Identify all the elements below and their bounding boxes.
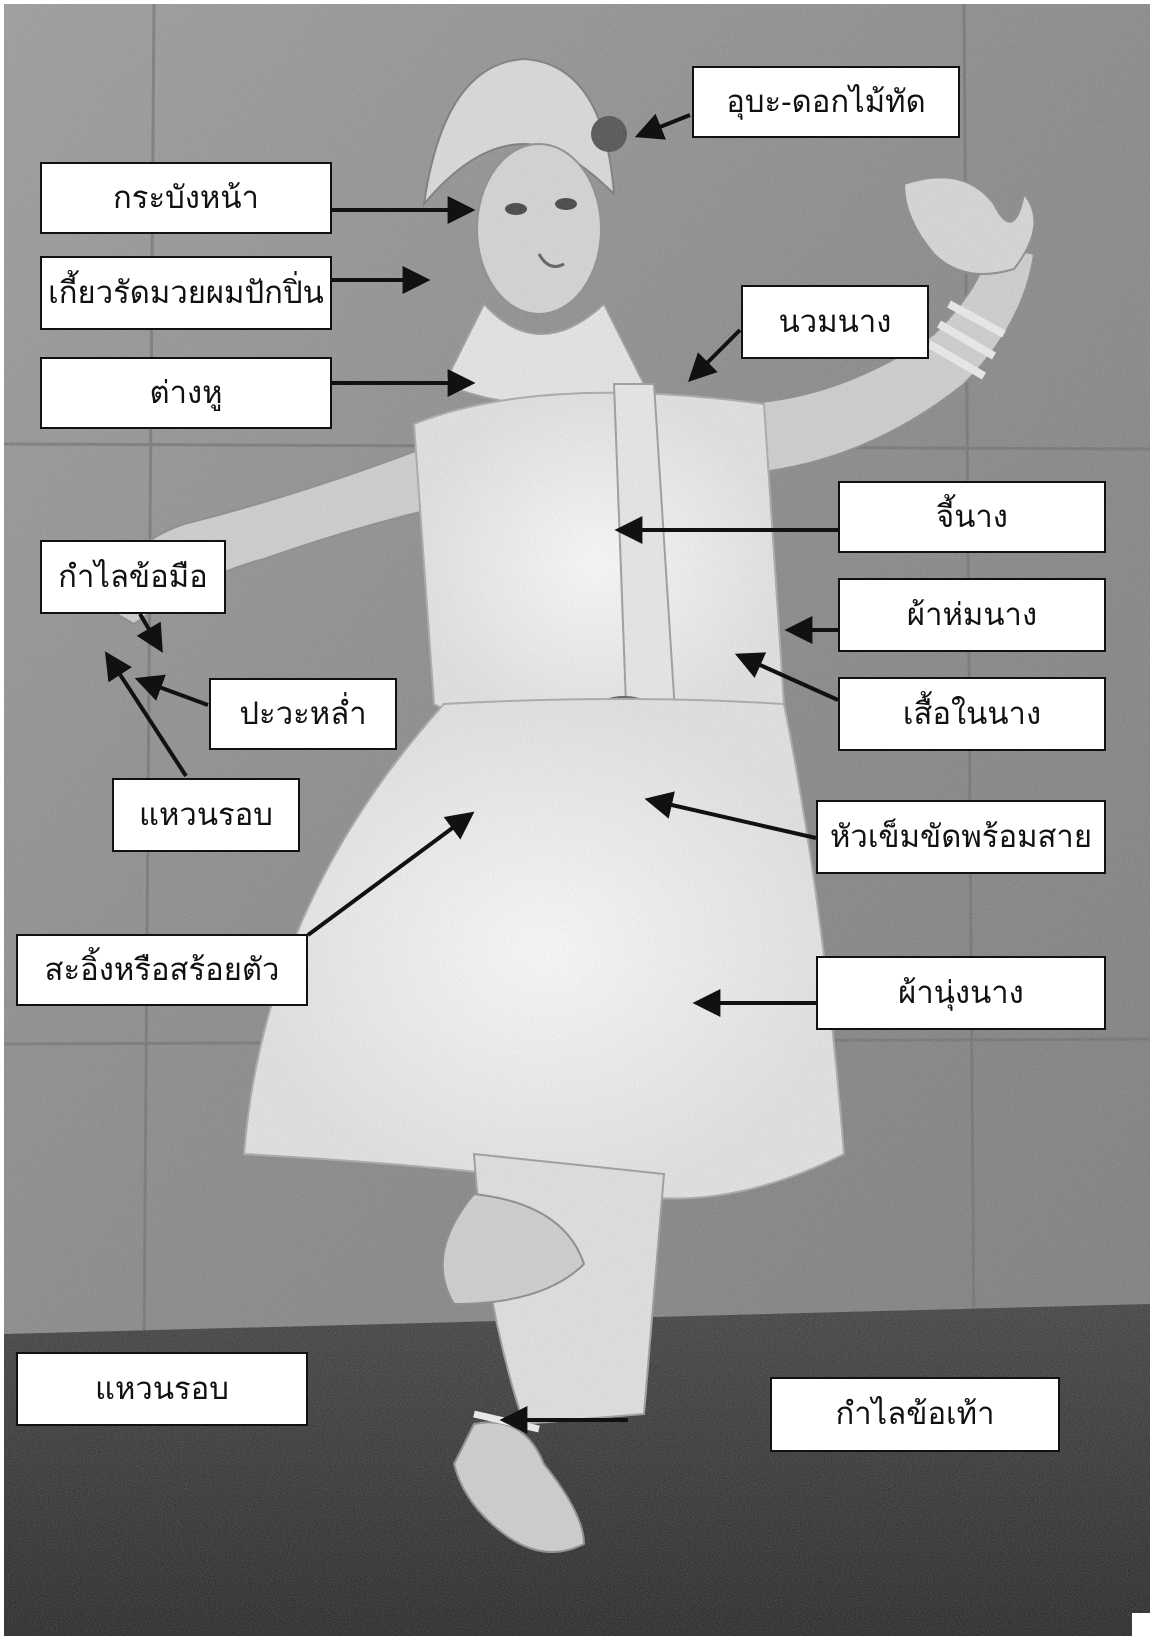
label-waen-rop-hand: แหวนรอบ [112,778,300,852]
label-waen-rop-foot: แหวนรอบ [16,1352,308,1426]
label-tang-hu: ต่างหู [40,357,332,429]
label-chi-nang: จี้นาง [838,481,1106,553]
label-kiao-rat: เกี้ยวรัดมวยผมปักปิ่น [40,256,332,330]
label-krabang-na: กระบังหน้า [40,162,332,234]
label-suea-nai-nang: เสื้อในนาง [838,677,1106,751]
label-pha-hom-nang: ผ้าห่มนาง [838,578,1106,652]
page-corner [1132,1613,1162,1643]
label-kamlai-khotao: กำไลข้อเท้า [770,1377,1060,1452]
label-kamlai-khomue: กำไลข้อมือ [40,540,226,614]
label-prawalam: ปะวะหล่ำ [209,678,397,750]
label-sa-ing: สะอิ้งหรือสร้อยตัว [16,934,308,1006]
label-uba-flower: อุบะ-ดอกไม้ทัด [692,66,960,138]
label-hua-khem-khat: หัวเข็มขัดพร้อมสาย [816,800,1106,874]
label-nuam-nang: นวมนาง [741,285,929,359]
label-pha-nung-nang: ผ้านุ่งนาง [816,956,1106,1030]
